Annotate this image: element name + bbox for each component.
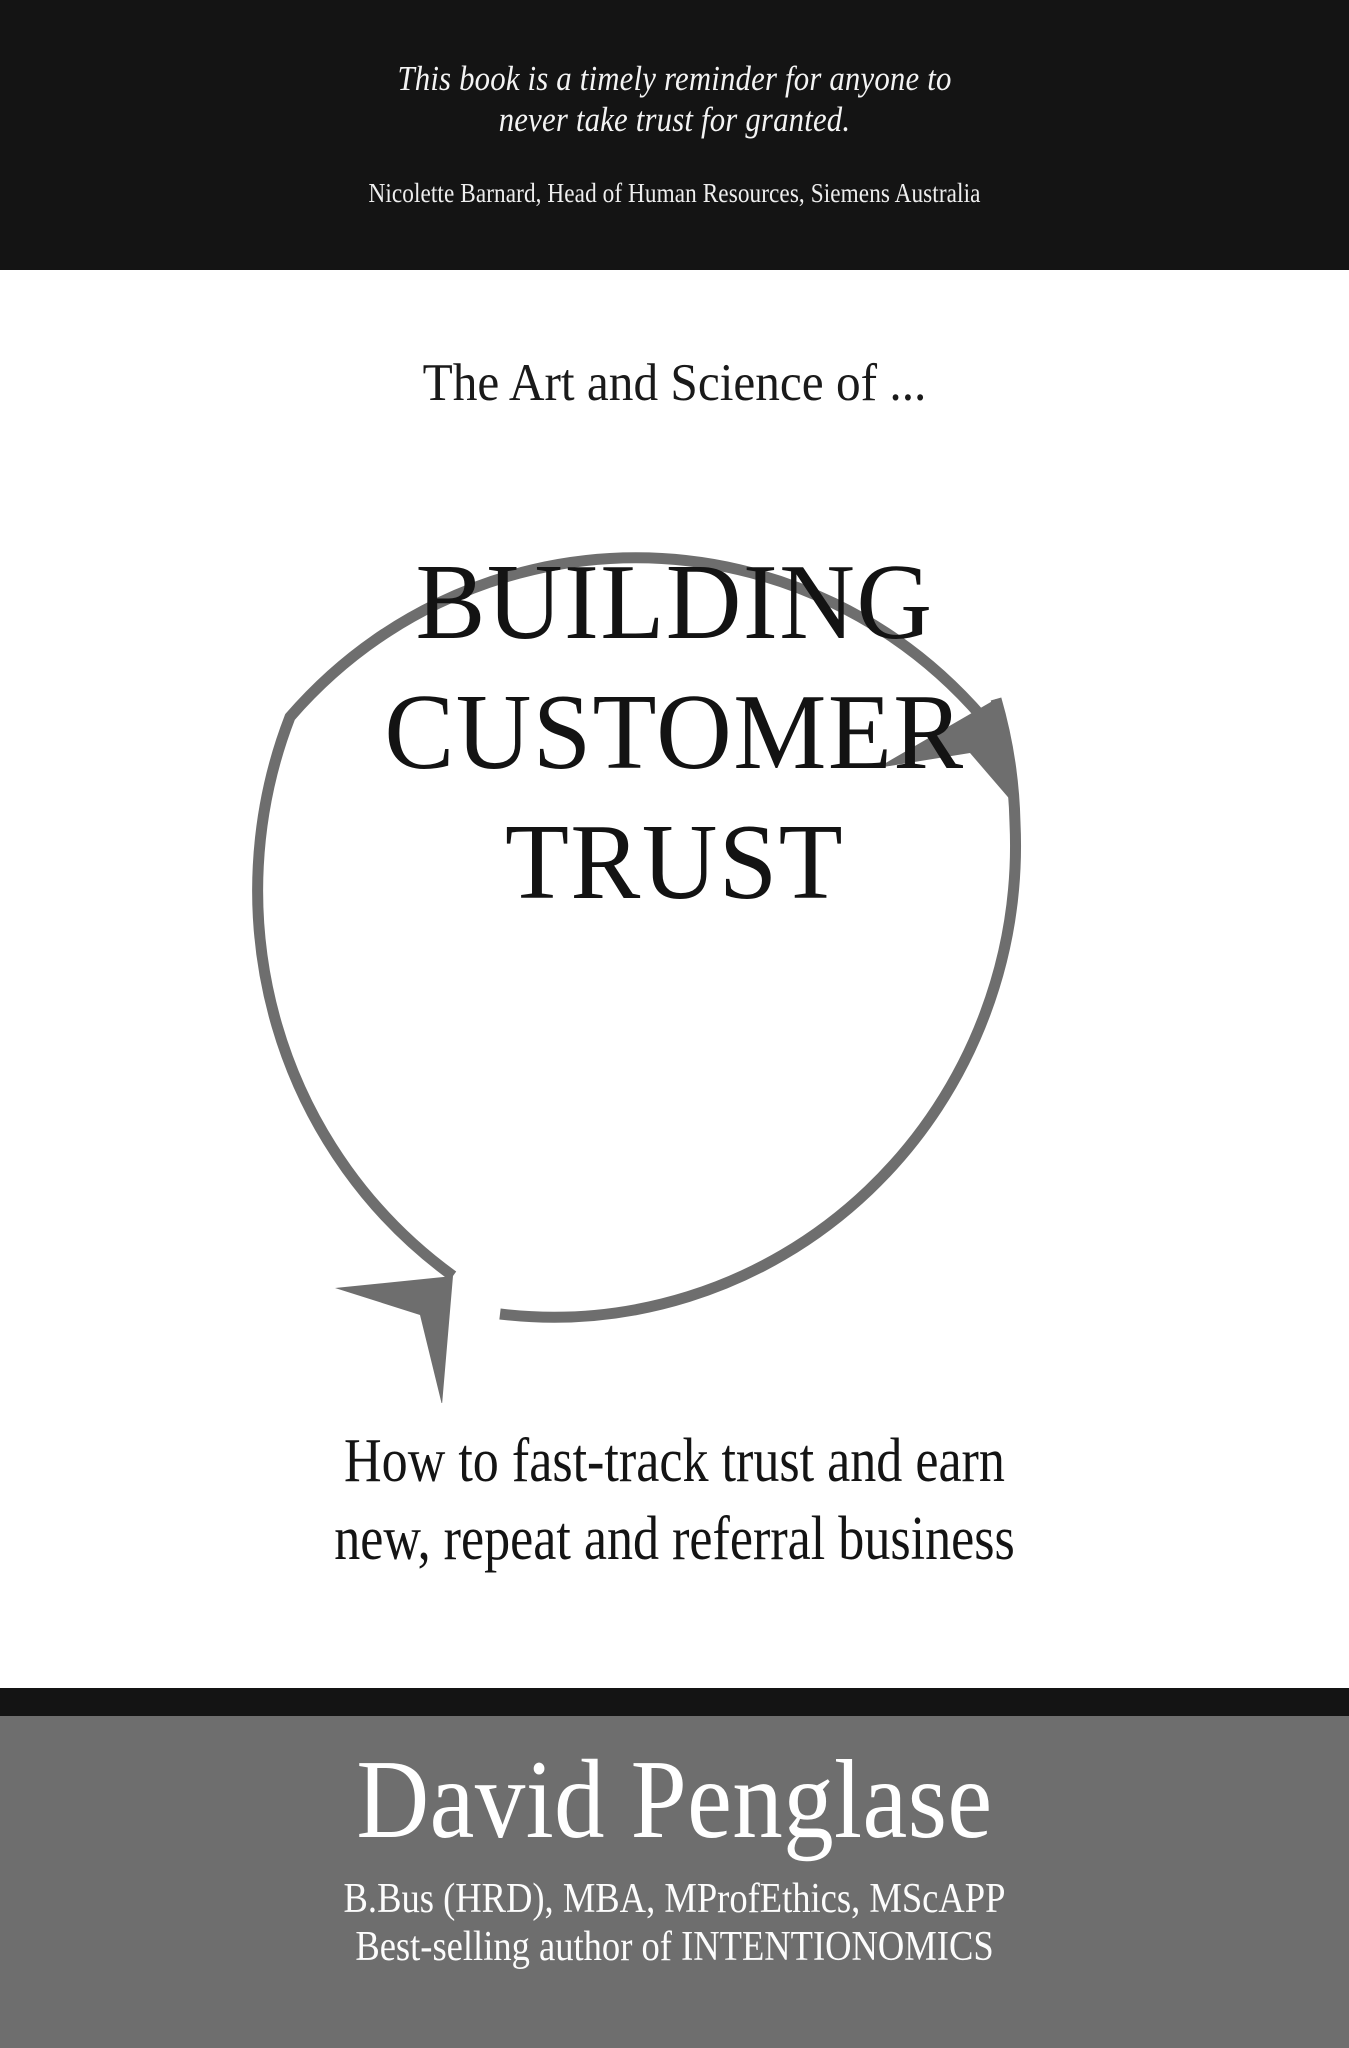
- endorsement-attribution: Nicolette Barnard, Head of Human Resourc…: [368, 178, 981, 208]
- author-credentials: B.Bus (HRD), MBA, MProfEthics, MScAPP: [343, 1876, 1006, 1922]
- author-name: David Penglase: [356, 1738, 993, 1862]
- author-byline: Best-selling author of INTENTIONOMICS: [355, 1924, 994, 1970]
- footer-divider-stripe: [0, 1688, 1349, 1716]
- endorsement-quote-line-2: never take trust for granted.: [498, 100, 851, 139]
- endorsement-quote: This book is a timely reminder for anyon…: [0, 58, 1349, 140]
- book-subtitle-line-1: How to fast-track trust and earn: [344, 1427, 1005, 1495]
- author-footer: David Penglase B.Bus (HRD), MBA, MProfEt…: [0, 1716, 1349, 2048]
- author-credentials-block: B.Bus (HRD), MBA, MProfEthics, MScAPP Be…: [0, 1875, 1349, 1971]
- book-subtitle: How to fast-track trust and earn new, re…: [0, 1422, 1349, 1578]
- cycle-arrowhead-upper-right: [877, 699, 1019, 810]
- cycle-arc-lower: [499, 697, 1021, 1323]
- cycle-diagram: [170, 453, 1105, 1403]
- cycle-arc-upper: [252, 552, 987, 1281]
- endorsement-quote-line-1: This book is a timely reminder for anyon…: [397, 59, 952, 98]
- endorsement-band: This book is a timely reminder for anyon…: [0, 0, 1349, 270]
- book-subtitle-line-2: new, repeat and referral business: [334, 1505, 1015, 1573]
- eyebrow-tagline: The Art and Science of ...: [422, 354, 927, 412]
- cycle-arrowhead-lower-left: [335, 1276, 453, 1403]
- cover-main-area: The Art and Science of ... BUILDING CUST…: [0, 270, 1349, 1688]
- circular-cycle-arrows-icon: [252, 552, 1021, 1403]
